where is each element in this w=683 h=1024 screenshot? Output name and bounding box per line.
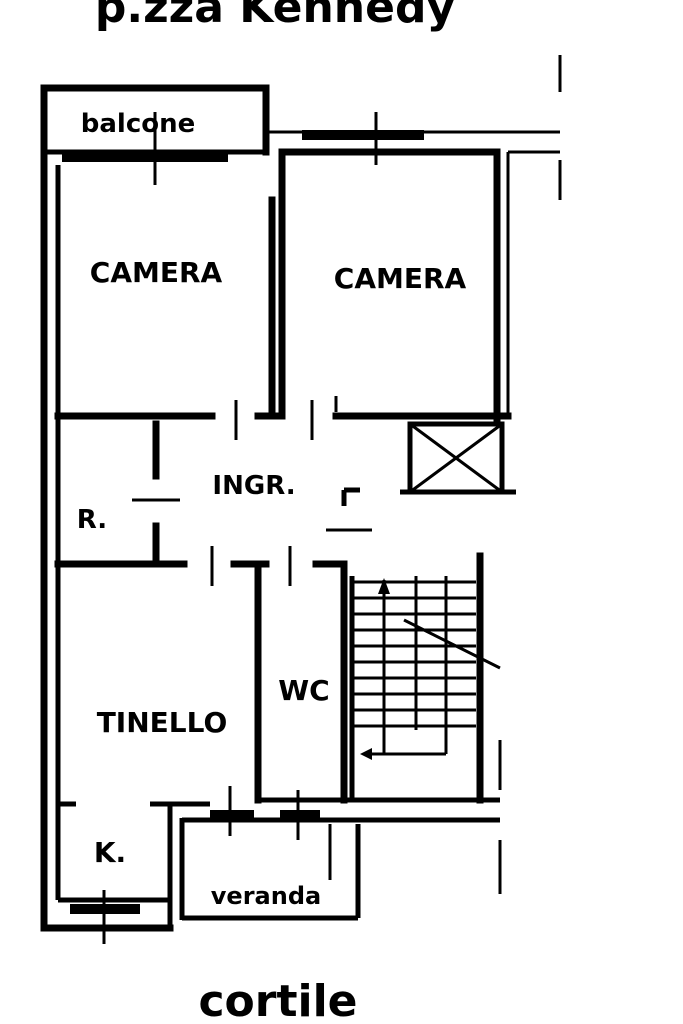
street-title: p.zza Kennedy bbox=[95, 0, 455, 33]
staircase bbox=[349, 552, 502, 804]
window-left-bedroom bbox=[62, 112, 228, 185]
balcony-label: balcone bbox=[81, 109, 196, 139]
courtyard-label: cortile bbox=[198, 976, 357, 1024]
right-bedroom-bottom bbox=[310, 396, 512, 440]
right-bedroom-walls bbox=[266, 55, 562, 422]
entrance-area: INGR. R. bbox=[54, 420, 372, 586]
kitchen-label: K. bbox=[94, 836, 126, 869]
left-bedroom-label: CAMERA bbox=[90, 256, 223, 289]
shaft bbox=[400, 421, 516, 495]
dining-label: TINELLO bbox=[97, 706, 228, 739]
veranda-label: veranda bbox=[211, 882, 321, 910]
kitchen: K. bbox=[70, 804, 173, 944]
stair-treads bbox=[352, 580, 476, 728]
veranda: veranda bbox=[179, 790, 502, 921]
dining-room: TINELLO bbox=[58, 706, 232, 836]
bathroom-label: WC bbox=[278, 674, 329, 707]
left-bedroom-walls bbox=[54, 196, 286, 440]
storage-label: R. bbox=[77, 505, 107, 535]
outer-walls bbox=[40, 84, 270, 932]
bathroom: WC bbox=[254, 562, 500, 804]
entrance-label: INGR. bbox=[212, 471, 295, 501]
right-bedroom-label: CAMERA bbox=[334, 262, 467, 295]
